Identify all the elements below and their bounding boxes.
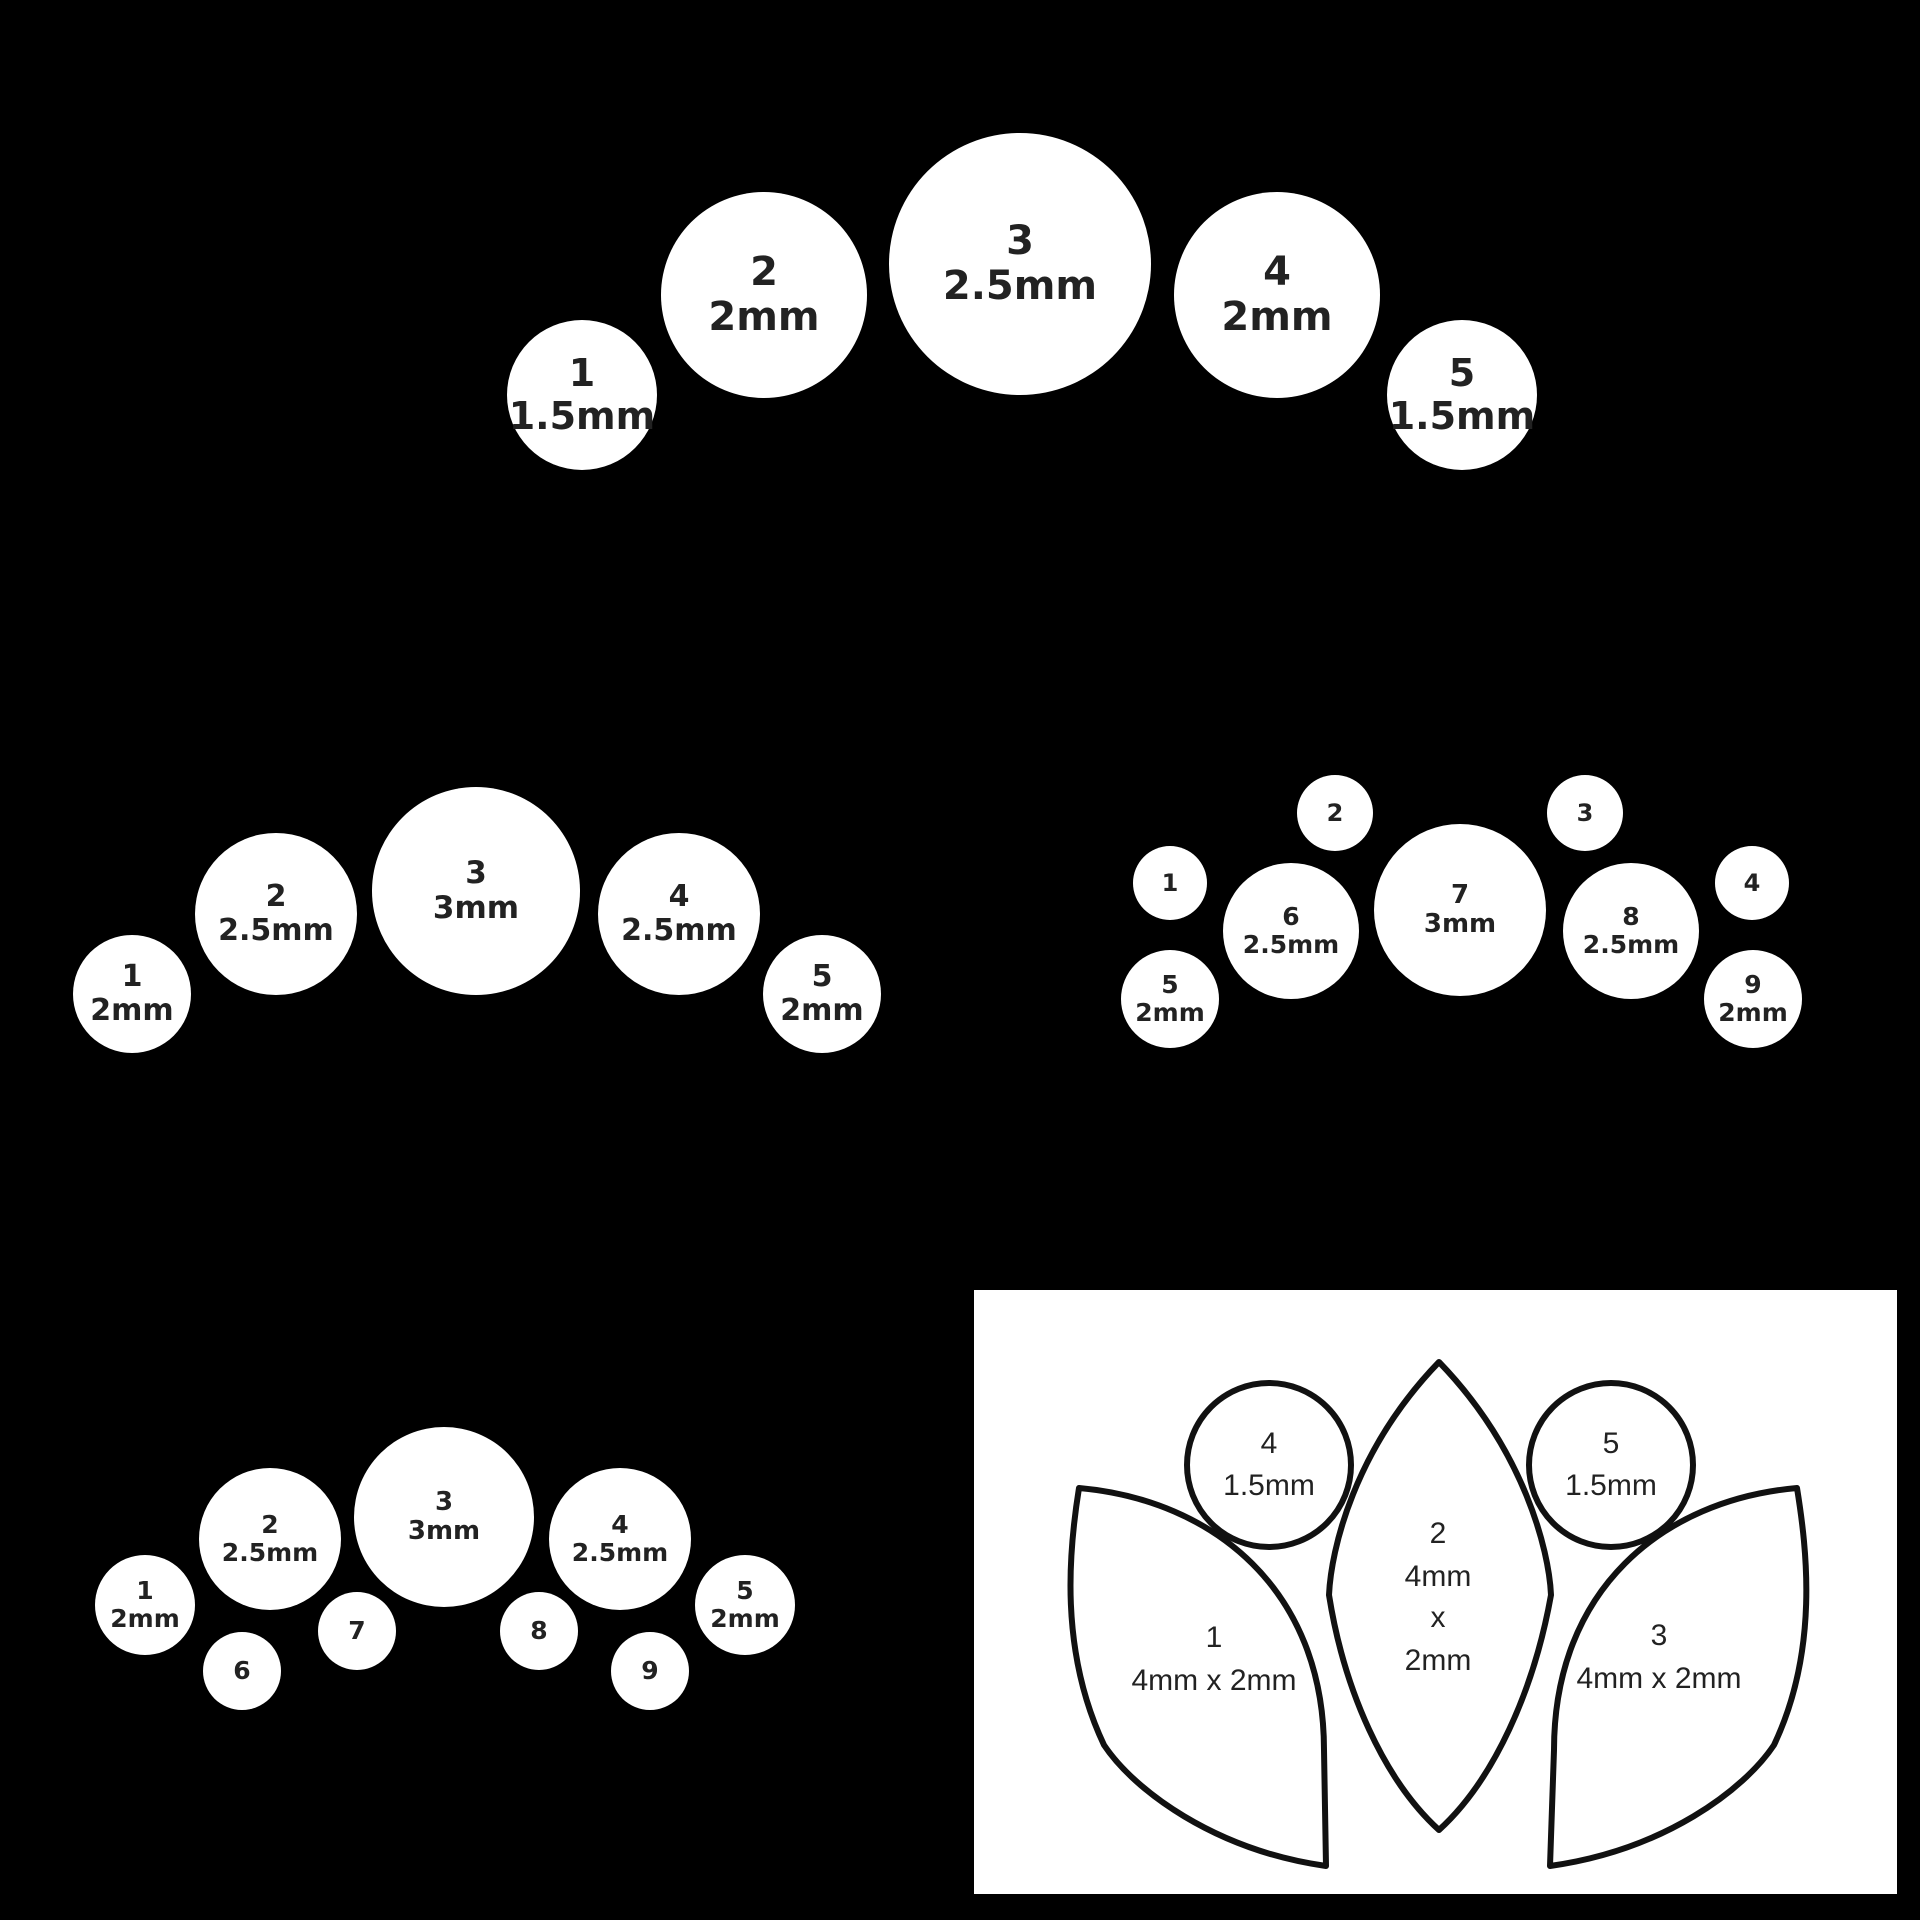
center-number: 2	[1430, 1517, 1447, 1550]
stone-size: 2.5mm	[621, 913, 737, 948]
stone-number: 8	[1622, 902, 1640, 931]
stone-number: 1	[568, 351, 596, 396]
stone-circle: 7	[318, 1592, 396, 1670]
stone-circle: 6	[203, 1632, 281, 1710]
stone-size: 2mm	[708, 294, 820, 340]
stone-size: 2.5mm	[1242, 930, 1340, 959]
left-petal-number: 1	[1206, 1621, 1223, 1654]
stone-size: 2.5mm	[942, 263, 1098, 309]
stone-number: 4	[1263, 249, 1291, 296]
stone-circle: 9 2mm	[1704, 950, 1802, 1048]
stone-number: 8	[530, 1616, 548, 1645]
stone-circle: 4 2.5mm	[549, 1468, 691, 1610]
stone-size: 2.5mm	[221, 1538, 319, 1567]
stone-number: 5	[811, 959, 833, 995]
stone-number: 4	[668, 879, 690, 915]
stone-number: 9	[641, 1656, 659, 1685]
center-times: x	[1431, 1601, 1446, 1634]
stone-number: 2	[265, 879, 287, 915]
stone-number: 5	[1448, 351, 1476, 396]
circle-right-size: 1.5mm	[1565, 1469, 1657, 1502]
stone-circle: 5 2mm	[1121, 950, 1219, 1048]
stone-number: 3	[465, 855, 487, 892]
center-length: 4mm	[1405, 1560, 1472, 1593]
circle-left-number: 4	[1261, 1427, 1278, 1460]
stone-number: 2	[1326, 798, 1344, 827]
stone-size: 2mm	[110, 1604, 180, 1633]
small-circle-left	[1184, 1380, 1354, 1550]
stone-size: 2mm	[1221, 294, 1333, 340]
stone-circle: 2 2.5mm	[199, 1468, 341, 1610]
stone-circle: 3 3mm	[372, 787, 580, 995]
stone-circle: 7 3mm	[1374, 824, 1546, 996]
stone-circle: 6 2.5mm	[1223, 863, 1359, 999]
stone-size: 2.5mm	[1582, 930, 1680, 959]
stone-number: 4	[611, 1510, 629, 1539]
stone-number: 3	[1006, 218, 1034, 265]
stone-size: 2mm	[710, 1604, 780, 1633]
stone-size: 2mm	[1718, 998, 1788, 1027]
stone-number: 4	[1743, 868, 1761, 897]
stone-number: 1	[121, 959, 143, 995]
marquise-left-petal	[1067, 1485, 1329, 1869]
circle-right-number: 5	[1603, 1427, 1620, 1460]
stone-number: 7	[348, 1616, 366, 1645]
stone-circle: 8 2.5mm	[1563, 863, 1699, 999]
stone-number: 5	[1161, 970, 1179, 999]
stone-size: 1.5mm	[508, 394, 656, 438]
stone-circle: 9	[611, 1632, 689, 1710]
stone-circle: 4 2.5mm	[598, 833, 760, 995]
stone-number: 2	[261, 1510, 279, 1539]
circle-left-size: 1.5mm	[1223, 1469, 1315, 1502]
stone-size: 3mm	[1423, 909, 1497, 939]
stone-number: 9	[1744, 970, 1762, 999]
stone-size: 1.5mm	[1388, 394, 1536, 438]
stone-number: 3	[1576, 798, 1594, 827]
stone-number: 1	[136, 1576, 154, 1605]
stone-circle: 5 2mm	[763, 935, 881, 1053]
marquise-panel: 4 1.5mm 5 1.5mm 2 4mm x 2mm 1 4mm x 2mm …	[974, 1290, 1897, 1894]
stone-circle: 1 1.5mm	[507, 320, 657, 470]
small-circle-right	[1526, 1380, 1696, 1550]
stone-circle: 3 2.5mm	[889, 133, 1151, 395]
stone-number: 6	[233, 1656, 251, 1685]
stone-circle: 2 2.5mm	[195, 833, 357, 995]
stone-circle: 4 2mm	[1174, 192, 1380, 398]
stone-circle: 5 2mm	[695, 1555, 795, 1655]
stone-size: 2mm	[90, 993, 174, 1028]
stone-number: 3	[434, 1486, 454, 1517]
stone-number: 5	[736, 1576, 754, 1605]
stone-circle: 3	[1547, 775, 1623, 851]
stone-circle: 1	[1133, 846, 1207, 920]
right-petal-number: 3	[1651, 1619, 1668, 1652]
stone-size: 2mm	[1135, 998, 1205, 1027]
right-petal-size: 4mm x 2mm	[1577, 1662, 1742, 1695]
marquise-center	[1326, 1359, 1554, 1833]
stone-circle: 8	[500, 1592, 578, 1670]
stone-size: 3mm	[432, 890, 520, 926]
stone-size: 2.5mm	[218, 913, 334, 948]
stone-size: 2mm	[780, 993, 864, 1028]
stone-circle: 1 2mm	[73, 935, 191, 1053]
stone-size: 3mm	[407, 1516, 481, 1546]
stone-number: 6	[1282, 902, 1300, 931]
left-petal-size: 4mm x 2mm	[1132, 1664, 1297, 1697]
stone-number: 7	[1450, 879, 1470, 910]
stone-number: 1	[1161, 868, 1179, 897]
stone-circle: 3 3mm	[354, 1427, 534, 1607]
marquise-right-petal	[1547, 1485, 1810, 1869]
stone-size: 2.5mm	[571, 1538, 669, 1567]
stone-circle: 1 2mm	[95, 1555, 195, 1655]
stone-circle: 2 2mm	[661, 192, 867, 398]
stone-circle: 4	[1715, 846, 1789, 920]
stone-circle: 2	[1297, 775, 1373, 851]
marquise-diagram: 4 1.5mm 5 1.5mm 2 4mm x 2mm 1 4mm x 2mm …	[1067, 1359, 1810, 1869]
center-width: 2mm	[1405, 1644, 1472, 1677]
stone-circle: 5 1.5mm	[1387, 320, 1537, 470]
stone-number: 2	[750, 249, 778, 296]
